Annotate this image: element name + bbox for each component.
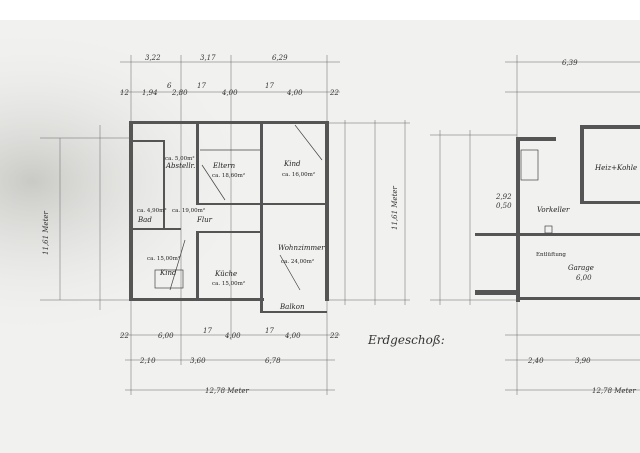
room-name: Flur: [196, 216, 213, 224]
room-bad: Bad ca. 4,90m²: [137, 207, 167, 224]
total-depth: 11,61 Meter: [42, 210, 50, 255]
side-dim-1: 2,92: [495, 193, 512, 201]
right-total-width: 12,78 Meter: [592, 387, 637, 395]
room-name: Balkon: [279, 303, 305, 311]
room-area: ca. 15,00m²: [212, 280, 245, 287]
right-top-dim: 6,39: [562, 59, 578, 67]
vent-label: Entlüftung: [536, 252, 566, 258]
dim-inner-8: 4,00: [286, 89, 303, 97]
dim-outer-2: 3,60: [190, 357, 206, 365]
left-plan-walls: [129, 121, 329, 313]
dim-inner-4: 2,80: [171, 89, 188, 97]
dim-bottom-5: 17: [265, 327, 274, 335]
room-area: ca. 15,00m²: [147, 255, 180, 262]
room-kind-1: Kind ca. 16,00m²: [282, 160, 315, 178]
dim-inner-7: 17: [265, 82, 274, 90]
room-wohnzimmer: Wohnzimmer ca. 24,00m²: [278, 244, 325, 265]
room-vorkeller: Vorkeller: [537, 206, 570, 214]
dim-inner-3: 6: [167, 82, 172, 90]
right-bottom-dim-2: 3,90: [575, 357, 591, 365]
right-bottom-dim-1: 2,40: [527, 357, 544, 365]
room-name: Küche: [214, 270, 237, 278]
room-area: ca. 24,00m²: [281, 258, 314, 265]
dim-inner-5: 17: [197, 82, 206, 90]
dim-inner-9: 22: [329, 89, 339, 97]
dim-outer-3: 6,78: [265, 357, 281, 365]
room-balkon: Balkon: [279, 303, 305, 311]
room-area: ca. 16,00m²: [282, 171, 315, 178]
room-name: Abstellr.: [165, 162, 195, 170]
dim-outer-1: 2,10: [139, 357, 156, 365]
room-area: ca. 18,60m²: [212, 172, 245, 179]
room-kind-2: Kind ca. 15,00m²: [147, 255, 180, 277]
room-name: Bad: [137, 216, 152, 224]
room-garage: Garage: [568, 264, 594, 272]
right-plan-walls: [475, 125, 640, 302]
right-depth: 11,61 Meter: [391, 185, 399, 230]
room-area: ca. 19,00m²: [172, 207, 205, 214]
dim-bottom-4: 4,00: [224, 332, 241, 340]
dim-inner-6: 4,00: [221, 89, 238, 97]
room-abstellraum: Abstellr. ca. 5,00m²: [165, 155, 195, 170]
room-eltern: Eltern ca. 18,60m²: [212, 162, 245, 179]
total-width: 12,78 Meter: [205, 387, 250, 395]
dim-bottom-1: 22: [119, 332, 129, 340]
floor-title: Erdgeschoß:: [367, 333, 445, 347]
dim-top-2: 3,17: [200, 54, 216, 62]
side-dim-2: 0,50: [496, 202, 512, 210]
dim-bottom-7: 22: [329, 332, 339, 340]
room-area: ca. 4,90m²: [137, 207, 167, 214]
dim-top-1: 3,22: [145, 54, 161, 62]
room-name: Kind: [159, 269, 177, 277]
room-name: Wohnzimmer: [278, 244, 325, 252]
dim-inner-2: 1,94: [142, 89, 158, 97]
room-name: Eltern: [212, 162, 236, 170]
dim-top-3: 6,29: [272, 54, 288, 62]
room-flur: Flur ca. 19,00m²: [172, 207, 213, 224]
room-kueche: Küche ca. 15,00m²: [212, 270, 245, 287]
room-heiz-kohle: Heiz+Kohle: [594, 164, 637, 172]
garage-dim: 6,00: [576, 274, 592, 282]
room-name: Kind: [283, 160, 301, 168]
room-area: ca. 5,00m²: [165, 155, 195, 162]
dim-bottom-6: 4,00: [284, 332, 301, 340]
dim-bottom-2: 6,00: [158, 332, 174, 340]
dim-inner-1: 12: [120, 89, 129, 97]
dim-bottom-3: 17: [203, 327, 212, 335]
